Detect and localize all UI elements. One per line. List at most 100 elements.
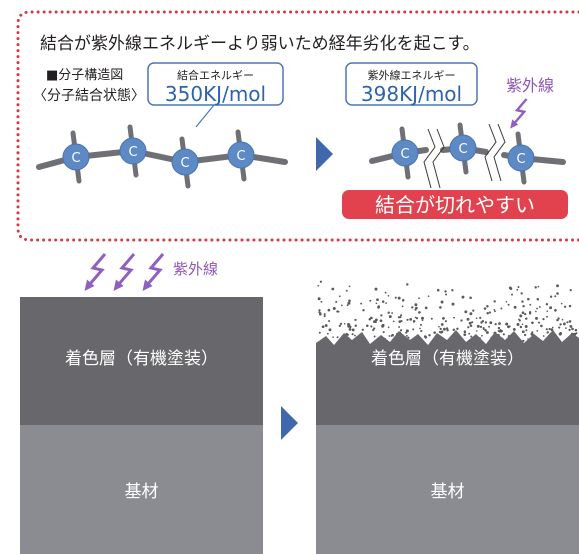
uv-rays-group: 紫外線 <box>84 253 218 291</box>
particle-dot <box>461 295 465 299</box>
particle-dot <box>484 321 488 324</box>
particle-dot <box>375 302 378 305</box>
particle-dot <box>524 325 528 328</box>
particle-dot <box>494 322 497 326</box>
particle-dot <box>568 328 571 332</box>
particle-dot <box>368 318 372 321</box>
transition-arrow-bottom <box>281 406 298 440</box>
particle-dot <box>518 319 521 322</box>
particle-dot <box>418 311 421 314</box>
particle-dot <box>335 300 338 303</box>
substrate-layer <box>20 425 263 554</box>
particle-dot <box>542 335 545 337</box>
particle-dot <box>318 309 321 312</box>
particle-dot <box>481 320 485 323</box>
particle-dot <box>332 307 336 310</box>
particle-dot <box>381 300 385 303</box>
particle-dot <box>511 293 513 296</box>
atom-circle <box>507 144 535 172</box>
particle-dot <box>499 329 502 332</box>
particle-dot <box>566 321 569 324</box>
particle-dot <box>377 305 381 308</box>
particle-dot <box>500 307 503 310</box>
particle-dot <box>338 324 341 327</box>
particle-dot <box>321 325 325 329</box>
atom-circle <box>171 148 199 176</box>
particle-dot <box>397 316 400 319</box>
particle-dot <box>528 311 532 314</box>
particle-dot <box>535 310 537 313</box>
particle-dot <box>481 334 483 337</box>
particle-dot <box>360 302 363 305</box>
particle-dot <box>549 295 553 298</box>
particle-dot <box>400 314 403 317</box>
particle-dot <box>324 324 328 327</box>
carbon-atom: C <box>449 134 477 162</box>
particle-dot <box>347 301 351 305</box>
particle-dot <box>424 336 427 339</box>
intro-text: 結合が紫外線エネルギーより弱いため経年劣化を起こす。 <box>40 34 480 54</box>
particle-dot <box>438 325 440 328</box>
carbon-atom: C <box>227 141 255 169</box>
particle-dot <box>574 328 578 332</box>
particle-dot <box>536 298 540 301</box>
particle-dot <box>507 325 510 329</box>
particle-dot <box>546 310 549 313</box>
particle-dot <box>379 319 383 323</box>
carbon-atom: C <box>171 148 199 176</box>
particle-dot <box>373 327 376 330</box>
particle-dot <box>388 315 392 319</box>
bond-break-badge: 結合が切れやすい <box>342 190 568 219</box>
particle-dot <box>405 329 409 333</box>
particle-dot <box>517 286 520 288</box>
atom-circle <box>119 137 147 165</box>
particle-dot <box>421 319 424 322</box>
particle-dot <box>320 300 323 303</box>
particle-dot <box>405 331 408 334</box>
particle-dot <box>343 322 346 325</box>
particle-dot <box>327 332 329 335</box>
particle-dot <box>482 326 485 330</box>
particle-dot <box>439 327 442 331</box>
particle-dot <box>542 318 545 321</box>
particle-dot <box>376 298 379 302</box>
particle-dot <box>317 297 321 301</box>
particle-dot <box>460 319 463 322</box>
bond-energy-value: 350KJ/mol <box>165 82 266 106</box>
particle-dot <box>475 317 478 320</box>
particle-dot <box>563 305 567 308</box>
atom-symbol: C <box>71 151 80 166</box>
particle-dot <box>374 318 378 322</box>
particle-dot <box>488 311 492 314</box>
particle-dot <box>559 323 562 326</box>
particle-dot <box>420 323 422 326</box>
particle-dot <box>400 320 403 323</box>
particle-dot <box>529 303 532 306</box>
particle-dot <box>507 303 510 306</box>
particle-dot <box>336 310 339 313</box>
particle-dot <box>387 294 390 297</box>
particle-dot <box>348 285 351 288</box>
bond-break-badge-text: 結合が切れやすい <box>375 193 535 217</box>
particle-dot <box>549 306 553 310</box>
particle-dot <box>469 296 472 300</box>
substrate-layer-label: 基材 <box>125 482 159 502</box>
particle-dot <box>546 331 549 334</box>
particle-dot <box>436 288 440 292</box>
particle-dot <box>531 321 534 325</box>
particle-dot <box>558 332 562 336</box>
bolt-arrowhead <box>113 279 124 291</box>
atom-circle <box>391 139 419 167</box>
particle-dot <box>537 321 541 324</box>
particle-dot <box>439 306 442 309</box>
particle-dot <box>413 319 416 323</box>
particle-dot <box>362 308 365 312</box>
particle-dot <box>374 287 378 291</box>
particle-dot <box>387 326 390 329</box>
particle-dot <box>345 289 348 292</box>
particle-dot <box>453 316 455 319</box>
particle-dot <box>485 331 489 334</box>
particle-dot <box>467 326 470 329</box>
particle-dot <box>318 331 321 334</box>
atom-symbol: C <box>458 142 467 157</box>
